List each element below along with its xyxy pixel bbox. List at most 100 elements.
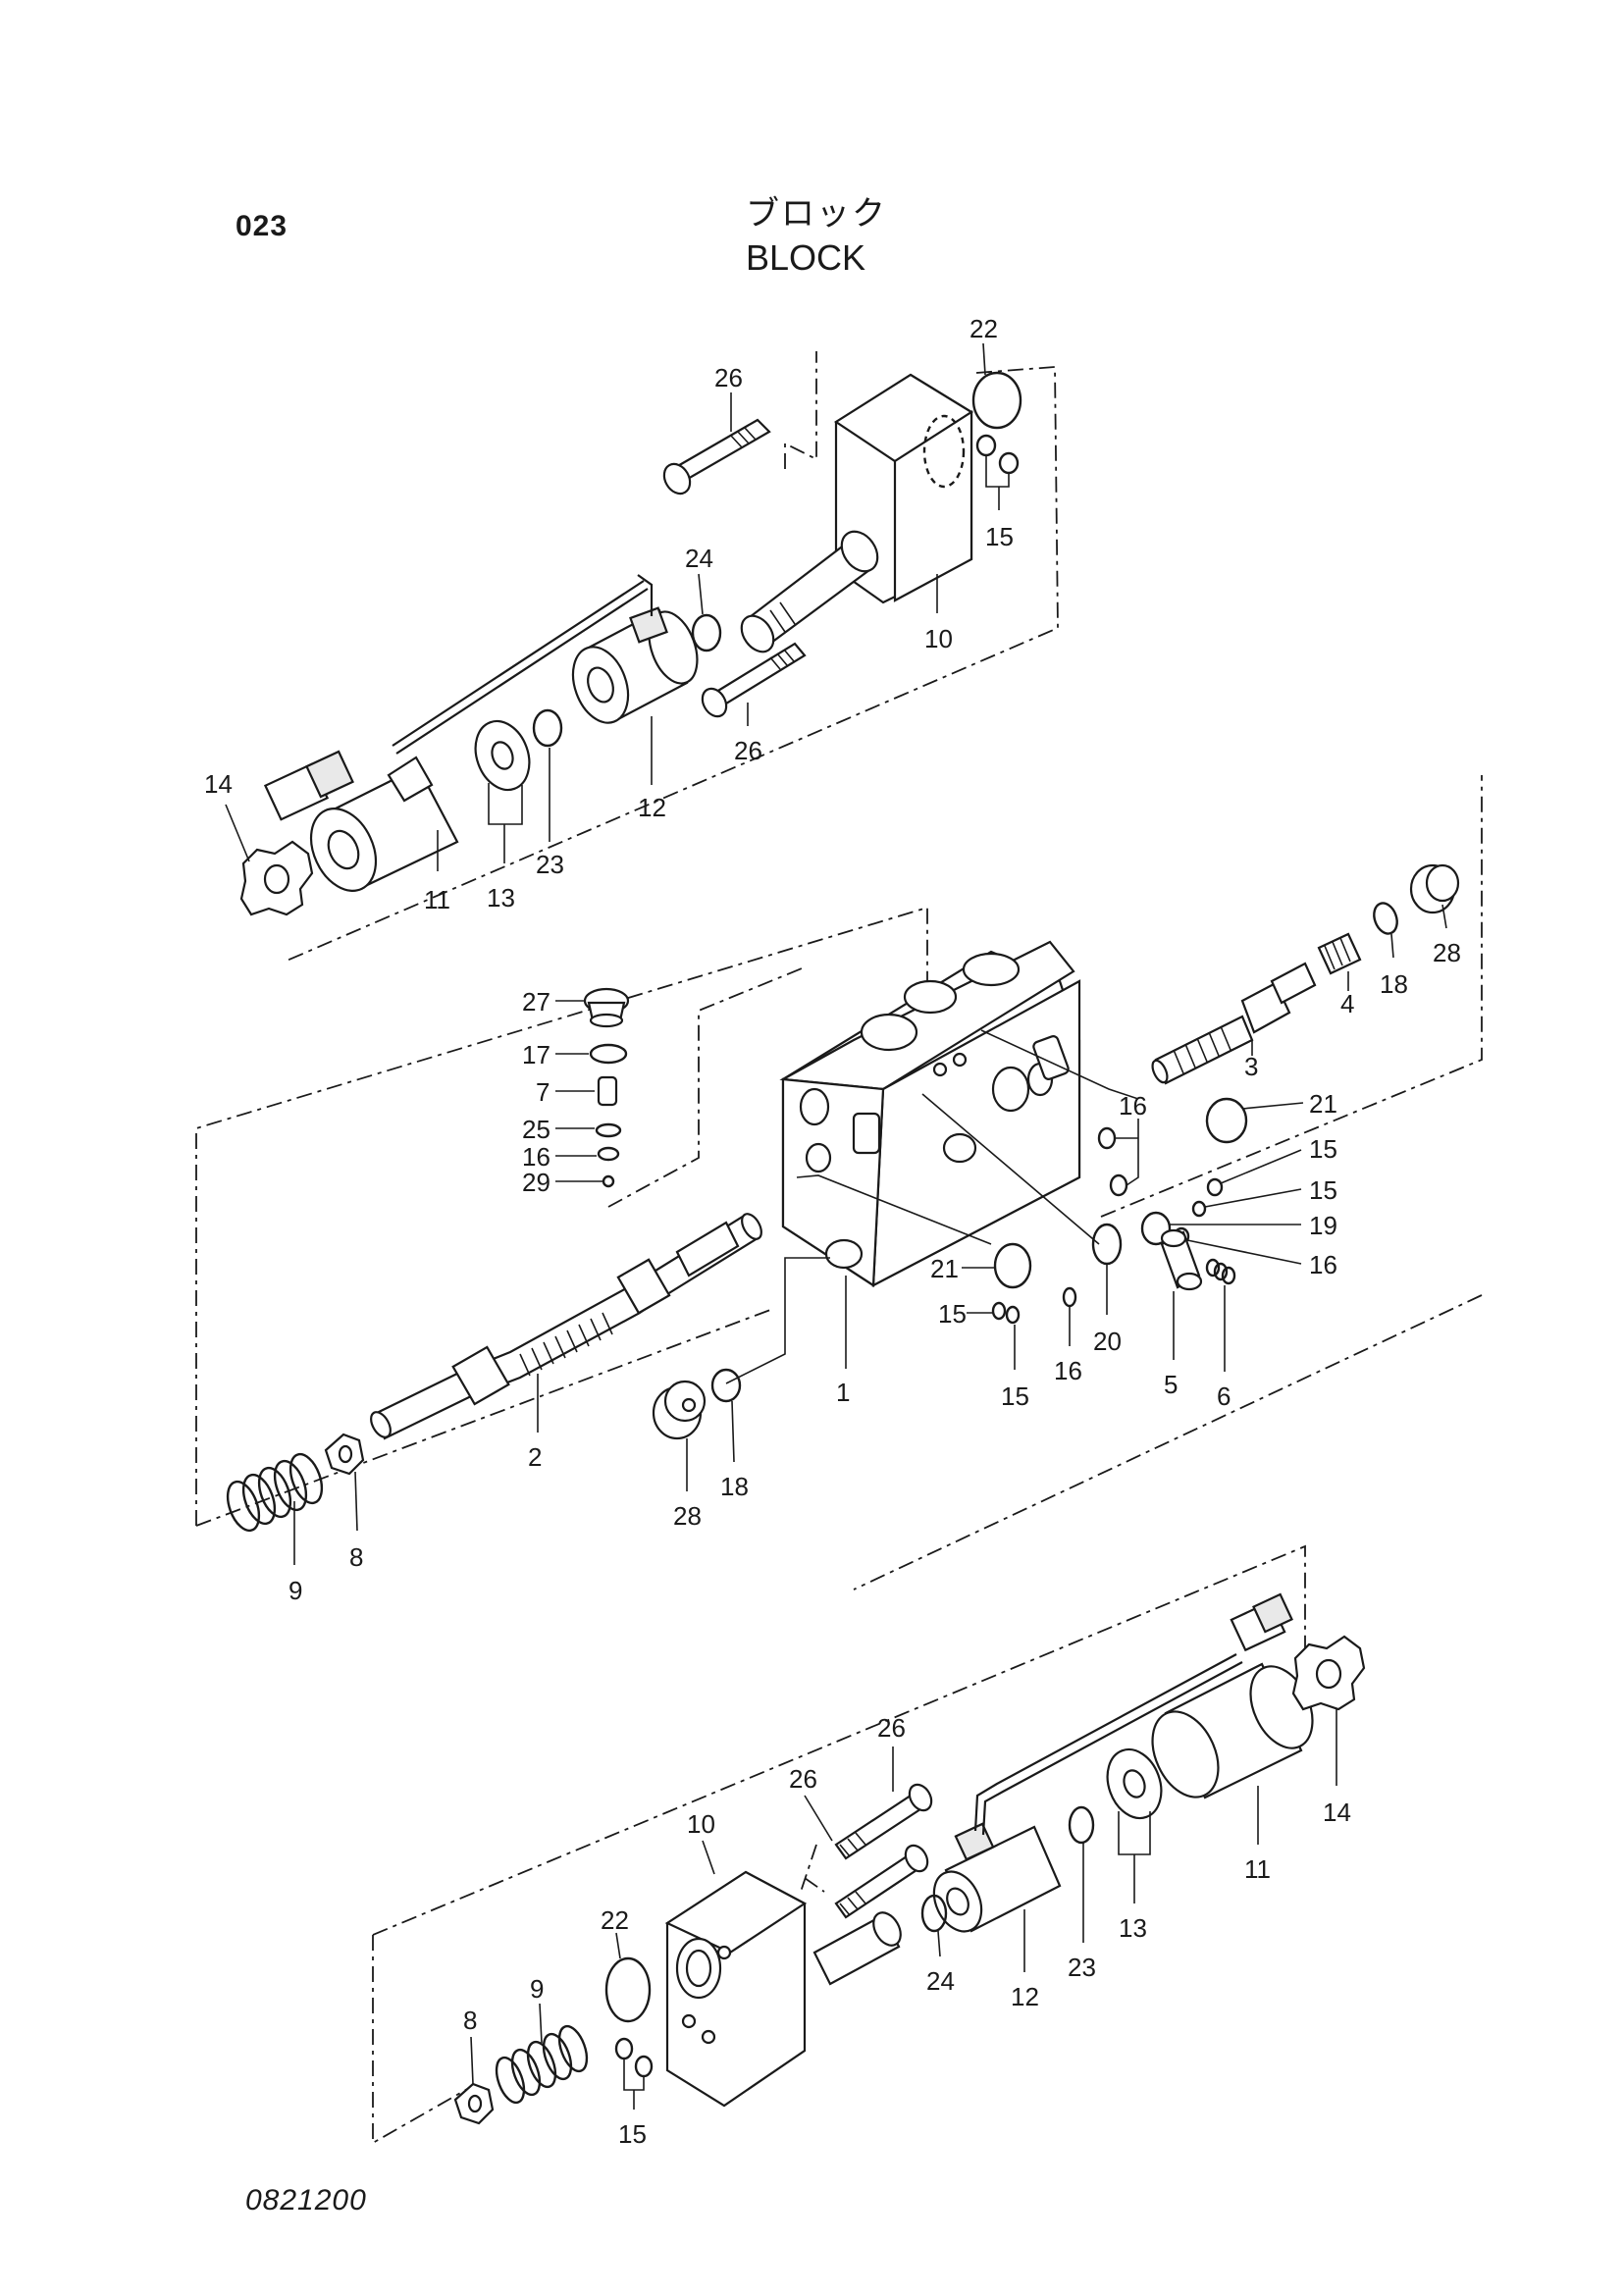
o-ring-part (1068, 1805, 1095, 1845)
leader-18-right (1390, 933, 1394, 959)
coil-cover-part (1151, 1662, 1314, 1799)
connector-plug-part (1230, 1592, 1293, 1652)
callout-3: 3 (1244, 1052, 1258, 1081)
knob-nut-part (1291, 1635, 1366, 1711)
callout-16-lower: 16 (1054, 1356, 1082, 1385)
leader-16-upper (1115, 1119, 1139, 1186)
callout-15-lower: 15 (938, 1299, 967, 1329)
leader-21-left-line (796, 1174, 992, 1245)
callout-21-right: 21 (1309, 1089, 1337, 1119)
plug-group-part (583, 987, 630, 1188)
callout-22-bottom: 22 (601, 1905, 629, 1935)
callout-2: 2 (528, 1442, 542, 1472)
callout-5: 5 (1164, 1370, 1178, 1399)
o-ring-small-part (998, 451, 1020, 475)
callout-12-top: 12 (638, 793, 666, 822)
valve-body-part (740, 373, 974, 653)
callout-23-bottom: 23 (1068, 1953, 1096, 1982)
valve-body-part (664, 1870, 902, 2108)
callout-8-bottom: 8 (463, 2006, 477, 2035)
callout-15-bottom: 15 (618, 2119, 647, 2149)
leader-13-top (488, 783, 523, 863)
callout-18-right: 18 (1380, 969, 1408, 999)
o-ring-small-part (1097, 1126, 1117, 1150)
leader-8-bottom (470, 2036, 474, 2085)
o-ring-part (710, 1368, 742, 1403)
callout-14-bottom: 14 (1323, 1798, 1351, 1827)
plug-group-frame (607, 965, 808, 1208)
leader-9-bottom (539, 2003, 543, 2044)
coil-cover-part (309, 756, 459, 892)
o-ring-part (1140, 1211, 1172, 1246)
relief-spool-part (1151, 962, 1317, 1085)
spring-part (495, 2024, 589, 2105)
callout-9-bottom: 9 (530, 1974, 544, 2004)
page-number: 023 (236, 210, 288, 242)
plug-part (1409, 863, 1460, 914)
plug-part (652, 1380, 707, 1440)
callout-13-top: 13 (487, 883, 515, 912)
callout-9-mid: 9 (288, 1576, 302, 1605)
leader-16-r3 (1186, 1239, 1302, 1265)
o-ring-small-part (1206, 1177, 1224, 1197)
o-ring-small-part (1109, 1173, 1128, 1197)
callout-14-top: 14 (204, 769, 233, 799)
wire-harness-part (973, 1653, 1243, 1836)
leader-24-bottom (937, 1930, 941, 1957)
callout-26-top: 26 (714, 363, 743, 392)
leader-26-b2 (804, 1795, 833, 1842)
bolt-part (701, 642, 807, 718)
callout-10-bottom: 10 (687, 1809, 715, 1839)
o-ring-small-part (1191, 1200, 1207, 1218)
leader-15-r2 (1204, 1188, 1302, 1208)
solenoid-coil-part (571, 574, 699, 724)
title-english: BLOCK (746, 237, 866, 278)
leader-18-link (725, 1257, 830, 1384)
callout-11-bottom: 11 (1244, 1854, 1271, 1884)
leader-14-top (225, 804, 250, 862)
washer-part (474, 719, 531, 792)
bolt-part (834, 1844, 929, 1919)
callout-12-bottom: 12 (1011, 1982, 1039, 2011)
bolt-part (662, 418, 771, 495)
leader-15-bottom (623, 2059, 645, 2110)
callout-4: 4 (1340, 989, 1354, 1018)
o-ring-part (1091, 1223, 1123, 1266)
retainer-part (324, 1433, 365, 1476)
top-assembly-frame (284, 351, 1059, 963)
callout-1: 1 (836, 1378, 850, 1407)
callout-24-bottom: 24 (926, 1966, 955, 1996)
callout-20: 20 (1093, 1327, 1122, 1356)
leader-24-top (698, 573, 704, 615)
leader-22-top (982, 342, 986, 376)
callout-28-left: 28 (673, 1501, 702, 1531)
o-ring-small-part (614, 2037, 634, 2060)
callout-11-top: 11 (424, 885, 450, 914)
leader-15-top (985, 455, 1010, 510)
callout-6: 6 (1217, 1382, 1231, 1411)
callout-15-r2: 15 (1309, 1175, 1337, 1205)
leader-13-bottom (1118, 1811, 1151, 1903)
leader-28-right (1441, 904, 1447, 929)
bottom-solenoid-assembly (372, 1544, 1366, 2145)
callout-17: 17 (522, 1040, 550, 1069)
callout-26-mid: 26 (734, 736, 762, 765)
retainer-part (453, 2082, 495, 2125)
o-ring-part (971, 371, 1022, 430)
o-ring-small-part (634, 2055, 654, 2078)
o-ring-part (1373, 902, 1398, 935)
o-ring-small-part (1062, 1286, 1077, 1308)
callout-7: 7 (536, 1077, 550, 1107)
bolt-part (834, 1783, 933, 1860)
wire-harness-part (392, 580, 649, 755)
o-ring-part (1205, 1097, 1248, 1144)
leader-18-left (731, 1400, 735, 1463)
leader-15-r1 (1220, 1149, 1302, 1184)
leader-21-right (1241, 1102, 1304, 1110)
callout-21-left: 21 (930, 1254, 959, 1283)
spring-part (226, 1452, 324, 1533)
callout-18-left: 18 (720, 1472, 749, 1501)
spool-part (370, 1213, 762, 1440)
o-ring-part (691, 613, 722, 652)
